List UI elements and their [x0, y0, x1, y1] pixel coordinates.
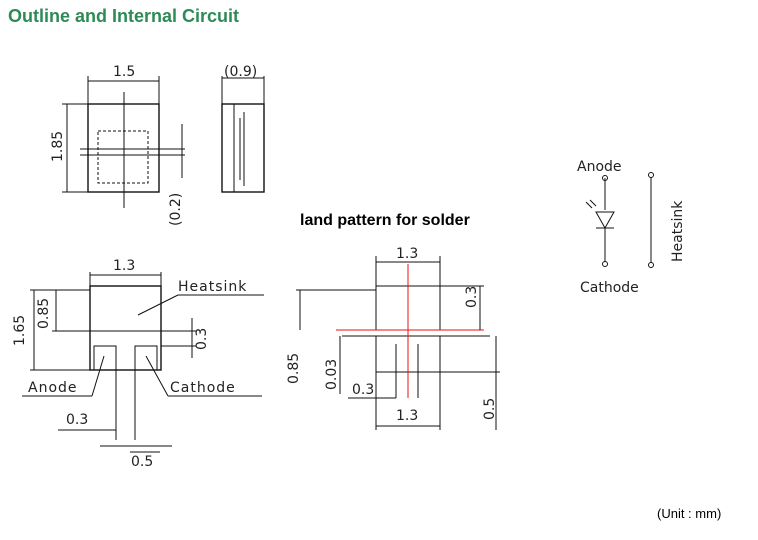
top-view-chip-outline	[97, 130, 149, 184]
side-view-thickness: (0.9)	[224, 64, 257, 80]
circuit-anode-label: Anode	[577, 159, 622, 175]
land-pattern: 1.3 0.3 0.85 0.03 0.3 1.3 0.5	[286, 246, 500, 430]
land-pattern-left-height: 0.85	[286, 353, 302, 384]
internal-circuit: Anode Cathode Heatsink	[577, 159, 686, 296]
land-pattern-top-height: 0.3	[464, 286, 480, 308]
land-pattern-title: land pattern for solder	[300, 212, 470, 229]
land-pattern-right-height: 0.5	[482, 398, 498, 420]
bottom-view-heatsink-label: Heatsink	[178, 279, 247, 295]
land-pattern-pad-gap: 0.3	[352, 382, 374, 398]
top-view-width: 1.5	[113, 64, 135, 80]
land-pattern-small-gap: 0.03	[324, 359, 340, 390]
bottom-view: 1.3 1.65 0.85 0.3 Heatsink Anode Cathode…	[12, 258, 264, 470]
bottom-view-anode-label: Anode	[28, 380, 78, 396]
bottom-view-pad-width: 0.3	[66, 412, 88, 428]
bottom-view-total-height: 1.65	[12, 315, 28, 346]
bottom-view-width: 1.3	[113, 258, 135, 274]
top-view-offset: (0.2)	[168, 193, 184, 226]
top-view-height: 1.85	[50, 131, 66, 162]
land-pattern-top-width: 1.3	[396, 246, 418, 262]
top-view: 1.5 1.85 (0.2)	[50, 64, 185, 226]
bottom-view-heatsink-height: 0.85	[36, 298, 52, 329]
circuit-cathode-label: Cathode	[580, 280, 639, 296]
land-pattern-bottom-width: 1.3	[396, 408, 418, 424]
unit-note: (Unit : mm)	[657, 506, 722, 521]
bottom-view-pad-gap: 0.3	[194, 328, 210, 350]
page-title: Outline and Internal Circuit	[8, 6, 240, 26]
bottom-view-cathode-label: Cathode	[170, 380, 236, 396]
side-view: (0.9)	[221, 64, 265, 193]
bottom-view-lead-spacing: 0.5	[131, 454, 153, 470]
led-diode-icon	[595, 211, 615, 230]
circuit-heatsink-label: Heatsink	[670, 200, 686, 262]
